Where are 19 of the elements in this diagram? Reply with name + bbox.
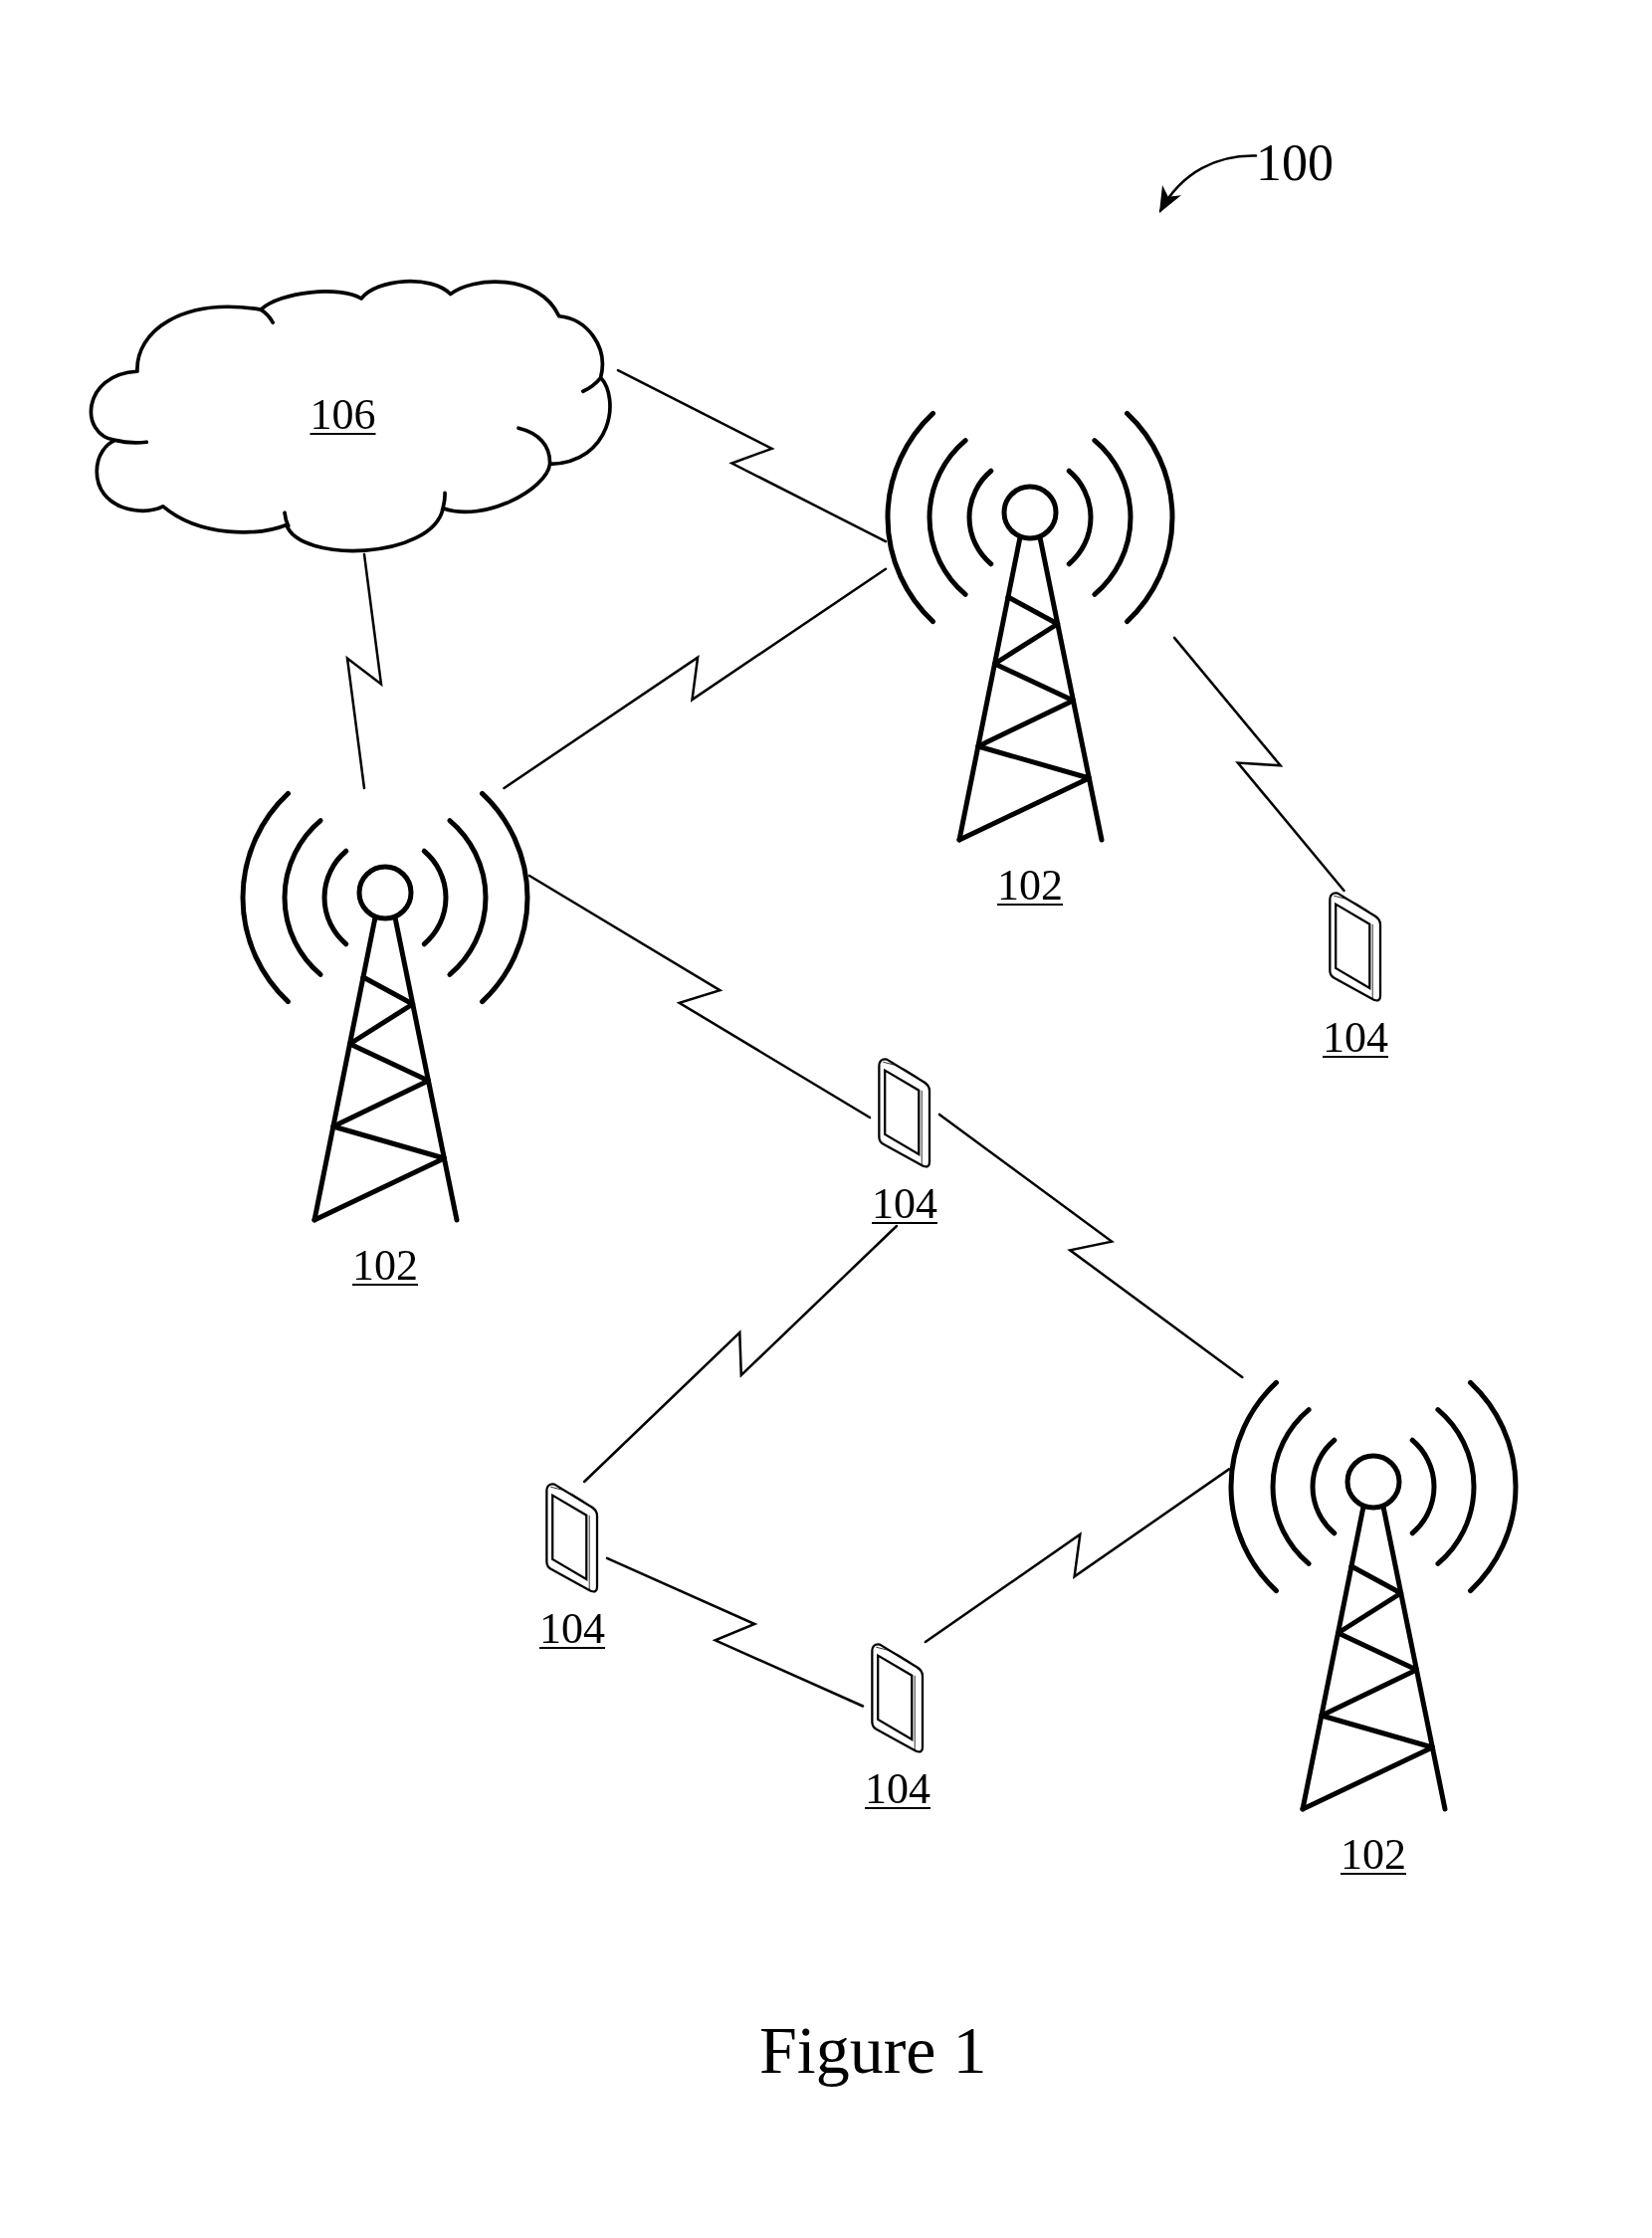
reference-numeral: 104: [865, 1767, 930, 1811]
reference-numeral: 102: [352, 1244, 418, 1288]
reference-numeral: 106: [310, 392, 376, 437]
reference-numeral: 102: [1341, 1833, 1406, 1877]
reference-numeral: 104: [872, 1182, 937, 1226]
wireless-link: [937, 1113, 1244, 1379]
wireless-link: [605, 1556, 865, 1708]
reference-numeral: 104: [1323, 1016, 1388, 1060]
wireless-link: [1172, 636, 1345, 893]
wireless-link: [582, 1224, 899, 1484]
wireless-link: [924, 1468, 1231, 1644]
wireless-link: [527, 874, 872, 1119]
reference-numeral: 100: [1256, 137, 1334, 189]
wireless-link: [345, 552, 383, 790]
leader-arrow: [1158, 154, 1258, 213]
reference-numeral: 102: [997, 864, 1063, 908]
wireless-link: [616, 368, 888, 543]
wireless-link: [503, 567, 888, 790]
reference-numeral: 104: [539, 1607, 605, 1651]
